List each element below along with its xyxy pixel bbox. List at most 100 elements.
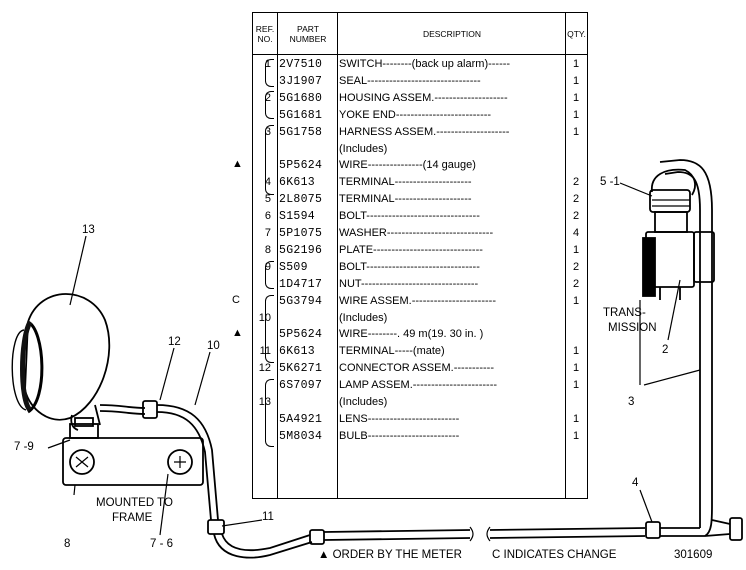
part-description: YOKE END-------------------------- [339, 108, 492, 121]
part-description: (Includes) [339, 311, 388, 324]
change-indicator-note: C INDICATES CHANGE [492, 549, 617, 561]
callout-2: 2 [662, 344, 669, 356]
part-description: NUT-------------------------------- [339, 277, 479, 290]
callout-trans: TRANS- [603, 307, 646, 319]
callout-7-9: 7 -9 [14, 441, 34, 453]
part-number: 5M8034 [279, 429, 323, 443]
quantity: 1 [572, 58, 580, 70]
part-number: 5G1681 [279, 108, 323, 122]
part-description: BULB------------------------- [339, 429, 460, 442]
part-description: WIRE---------------(14 gauge) [339, 159, 476, 172]
part-description: WIRE ASSEM.----------------------- [339, 294, 496, 307]
drawing-number: 301609 [674, 549, 713, 561]
part-description: LAMP ASSEM.----------------------- [339, 379, 498, 392]
quantity: 4 [572, 227, 580, 239]
table-row: 13 (Includes) [253, 395, 587, 411]
part-description: (Includes) [339, 142, 388, 155]
ref-number: 6 [264, 210, 271, 223]
part-description: (Includes) [339, 396, 388, 408]
callout-frame: FRAME [112, 512, 153, 524]
header-description: DESCRIPTION [422, 29, 482, 39]
quantity: 1 [572, 429, 580, 442]
table-row: 5A4921 LENS-------------------------1 [253, 412, 587, 428]
quantity: 1 [572, 74, 580, 87]
ref-number: 9 [264, 260, 271, 273]
table-row: 3J1907 SEAL------------------------------… [253, 74, 587, 90]
part-number: 5G2196 [279, 243, 323, 257]
quantity: 1 [572, 362, 580, 375]
ref-number: 7 [264, 227, 271, 239]
order-by-meter-marker: ▲ [232, 327, 243, 340]
quantity: 2 [572, 176, 580, 189]
part-number: 5P1075 [279, 227, 323, 240]
quantity: 1 [572, 108, 580, 121]
header-part: PART NUMBER [289, 24, 327, 44]
part-number: 5G1758 [279, 125, 323, 139]
quantity: 2 [572, 193, 580, 206]
part-number: 6K613 [279, 176, 316, 190]
table-row: 5 2L8075 TERMINAL--------------------- 2 [253, 192, 587, 208]
part-description: PLATE------------------------------ [339, 243, 483, 256]
part-number: 5P5624 [279, 328, 323, 342]
callout-13: 13 [82, 224, 95, 236]
part-description: TERMINAL--------------------- [339, 193, 472, 206]
callout-12: 12 [168, 336, 181, 348]
part-description: TERMINAL-----(mate) [339, 345, 445, 358]
part-number: 5G1680 [279, 91, 323, 105]
quantity: 1 [572, 294, 580, 307]
part-description: TERMINAL--------------------- [339, 176, 472, 189]
ref-number: 1 [264, 58, 271, 70]
switch-assembly [642, 168, 715, 300]
header-ref: REF. NO. [255, 24, 275, 44]
part-description: HARNESS ASSEM.-------------------- [339, 125, 510, 138]
table-row: 5P5624 WIRE---------------(14 gauge) [253, 158, 587, 174]
table-row: 11 6K613 TERMINAL-----(mate) 1 [253, 344, 587, 360]
part-description: WIRE--------. 49 m(19. 30 in. ) [339, 328, 484, 341]
ref-number: 5 [264, 193, 271, 206]
table-row: 5M8034 BULB------------------------- 1 [253, 429, 587, 445]
callout-8: 8 [64, 538, 71, 550]
callout-5-1: 5 -1 [600, 176, 620, 188]
part-description: WASHER----------------------------- [339, 227, 494, 239]
lamp-assembly [11, 293, 111, 431]
ref-number: 11 [259, 345, 271, 358]
quantity: 1 [572, 412, 580, 425]
part-number: 2L8075 [279, 193, 323, 207]
part-number: 5P5624 [279, 159, 323, 173]
ref-number: 13 [258, 396, 271, 408]
part-description: BOLT------------------------------- [339, 210, 480, 223]
change-marker: C [232, 293, 240, 306]
quantity: 2 [572, 277, 580, 290]
quantity: 1 [572, 243, 580, 256]
quantity: 2 [572, 260, 580, 273]
quantity: 1 [572, 345, 580, 358]
table-row: 7 5P1075 WASHER---------------------------… [253, 226, 587, 242]
part-description: SEAL------------------------------- [339, 74, 481, 87]
part-description: HOUSING ASSEM.-------------------- [339, 91, 508, 104]
table-row: 10 (Includes) [253, 311, 587, 327]
callout-mission: MISSION [608, 322, 657, 334]
callout-7-6: 7 - 6 [150, 538, 174, 550]
part-number: 3J1907 [279, 74, 323, 88]
ref-number: 3 [264, 125, 271, 138]
callout-3: 3 [628, 396, 635, 408]
ref-number: 12 [258, 362, 271, 375]
part-number: S509 [279, 260, 308, 274]
harness-assembly [659, 159, 743, 541]
quantity: 1 [572, 91, 580, 104]
part-number: 6K613 [279, 345, 316, 359]
ref-number: 10 [258, 311, 271, 324]
quantity: 1 [572, 125, 580, 138]
callout-mounted: MOUNTED TO [96, 497, 173, 509]
order-by-meter-note: ▲ ORDER BY THE METER [318, 549, 462, 561]
